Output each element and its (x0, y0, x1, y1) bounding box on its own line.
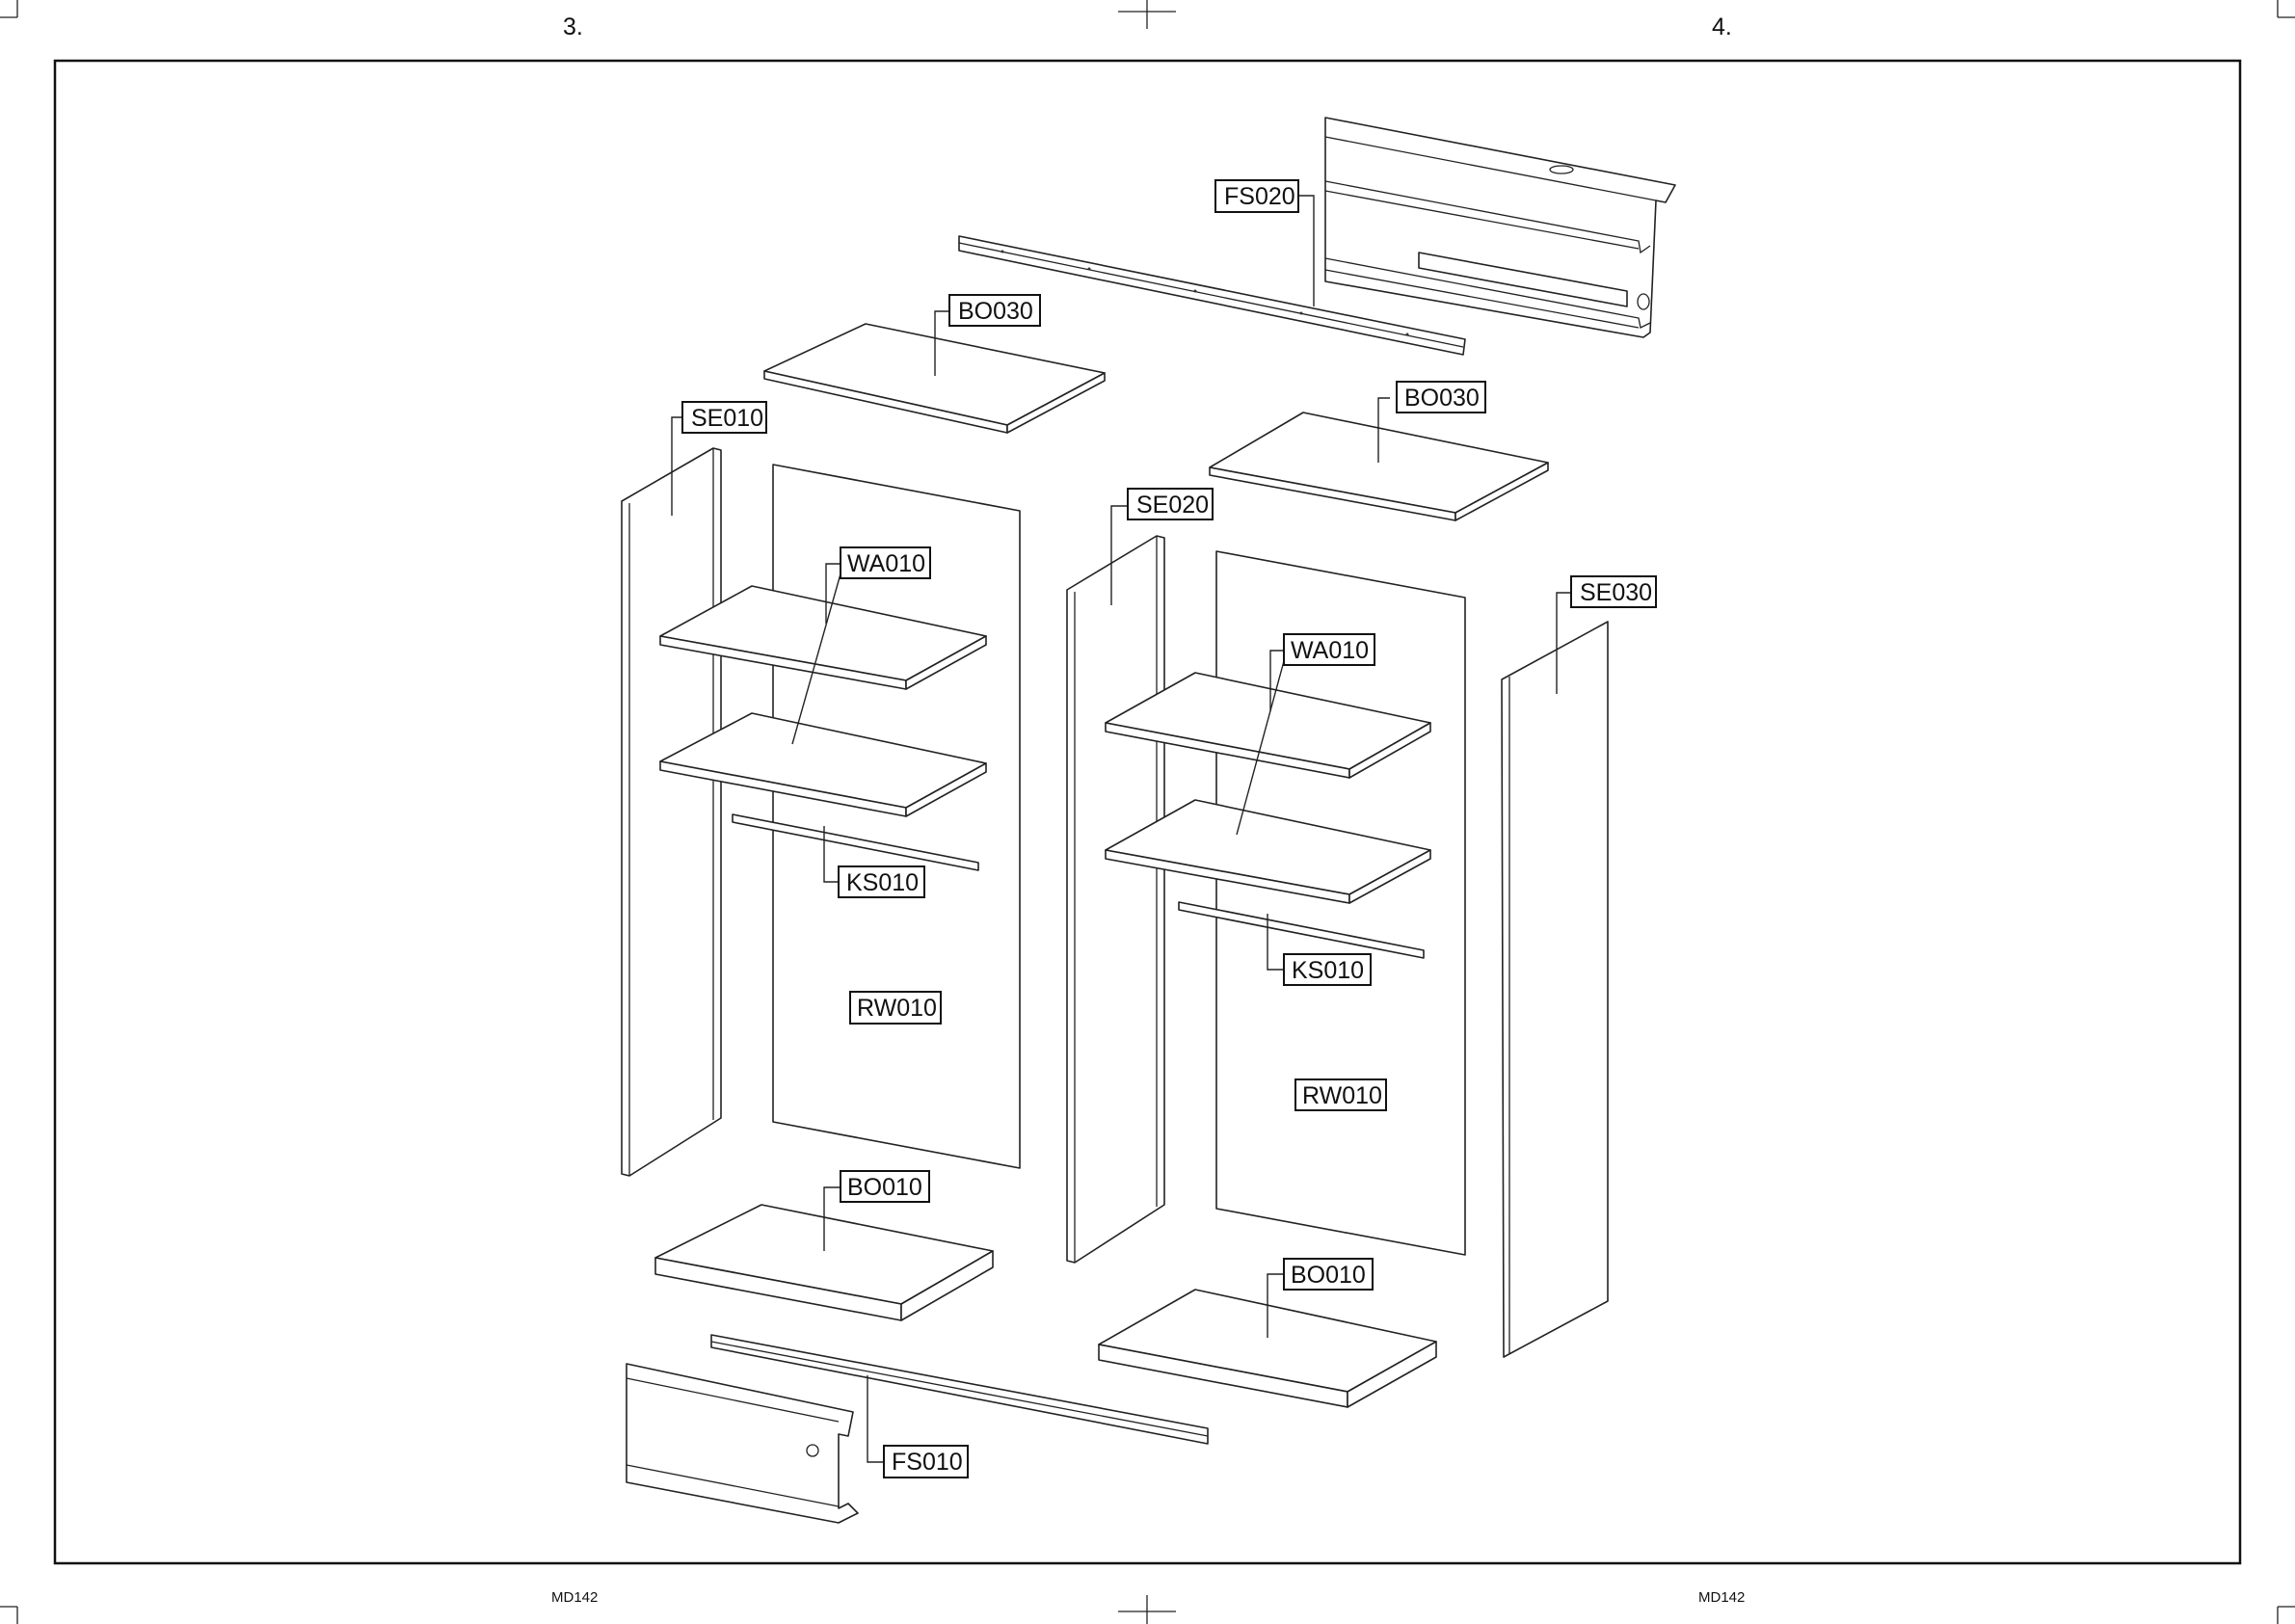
tag-wa010-right-label: WA010 (1291, 637, 1369, 664)
tag-bo030-right: BO030 (1397, 382, 1485, 413)
bottom-profile (627, 1364, 858, 1523)
tag-se020: SE020 (1128, 489, 1213, 519)
tag-bo030-left: BO030 (949, 295, 1040, 326)
tag-bo010-right-label: BO010 (1291, 1262, 1366, 1289)
tag-rw010-right: RW010 (1295, 1079, 1386, 1110)
tag-bo010-left-label: BO010 (847, 1174, 922, 1201)
tag-fs020-label: FS020 (1224, 183, 1295, 210)
tag-ks010-left: KS010 (839, 866, 924, 897)
tag-se030: SE030 (1571, 576, 1656, 607)
page-number-left: 3. (563, 13, 583, 40)
side-panel-se010 (622, 448, 721, 1176)
model-code-left: MD142 (551, 1589, 598, 1606)
side-panel-se030 (1502, 622, 1608, 1357)
tag-fs020: FS020 (1215, 180, 1298, 212)
tag-se010-label: SE010 (691, 405, 763, 432)
tag-fs010: FS010 (884, 1446, 968, 1478)
tag-ks010-left-label: KS010 (846, 869, 919, 896)
top-profile-fs020-body (1325, 118, 1675, 337)
model-code-right: MD142 (1698, 1589, 1745, 1606)
tag-se020-label: SE020 (1136, 492, 1209, 519)
tag-rw010-left: RW010 (850, 992, 941, 1024)
page-number-right: 4. (1712, 13, 1732, 40)
tag-se010: SE010 (682, 402, 766, 433)
tag-se030-label: SE030 (1580, 579, 1652, 606)
tag-rw010-left-label: RW010 (857, 995, 937, 1022)
tag-wa010-left-label: WA010 (847, 550, 925, 577)
tag-bo030-right-label: BO030 (1404, 385, 1480, 412)
side-panel-se020 (1067, 536, 1164, 1263)
tag-rw010-right-label: RW010 (1302, 1082, 1382, 1109)
tag-bo010-right: BO010 (1284, 1259, 1373, 1290)
tag-bo030-left-label: BO030 (958, 298, 1033, 325)
tag-fs010-label: FS010 (892, 1449, 963, 1476)
tag-wa010-right: WA010 (1284, 634, 1374, 665)
tag-ks010-right-label: KS010 (1292, 957, 1364, 984)
tag-bo010-left: BO010 (841, 1171, 929, 1202)
tag-ks010-right: KS010 (1284, 954, 1371, 985)
tag-wa010-left: WA010 (841, 547, 930, 578)
